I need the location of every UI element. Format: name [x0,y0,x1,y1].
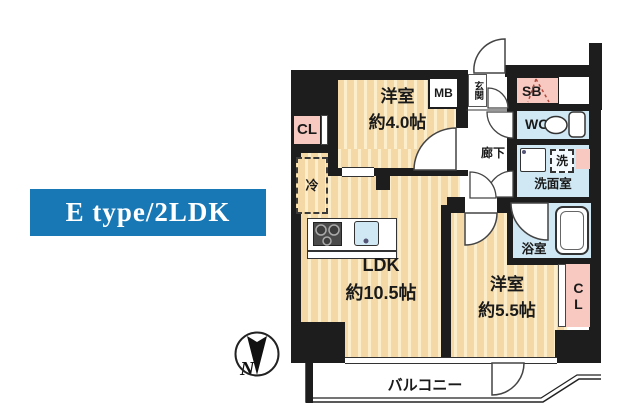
closet-2-sliding-door [558,264,566,327]
wall-segment [507,73,517,265]
ldk-name: LDK [362,255,400,275]
closet-2-box: CL [566,264,590,327]
hallway-label: 廊下 [480,146,505,160]
washer-label: 洗 [555,153,568,168]
wall-segment [589,77,601,330]
wall-segment [376,168,390,190]
bedroom1-size: 約4.0帖 [368,113,427,133]
bedroom1-label: 洋室 約4.0帖 [337,84,458,137]
door-opening [456,128,468,170]
toilet-room: WC [517,111,589,139]
closet-1-box: CL [293,115,321,145]
wall-segment [328,168,460,176]
wall-segment [291,70,301,363]
wall-segment [513,258,591,265]
washroom: 洗 洗面室 [517,145,590,197]
bedroom2-label: 洋室 約5.5帖 [451,272,563,325]
ldk-size: 約10.5帖 [345,282,417,303]
shoe-box: SB [516,77,559,104]
compass-north-label: N [240,358,255,380]
wall-segment [517,139,591,145]
refrigerator-space: 冷 [296,157,328,214]
bathtub-inner [560,211,584,250]
closet-2-label: CL [570,279,587,312]
closet-1-label: CL [297,121,317,138]
wall-segment [337,70,460,80]
balcony-label: バルコニー [387,377,463,394]
balcony-wall-stub [306,363,313,403]
washroom-cabinet [576,149,590,169]
bathroom-label: 浴室 [521,242,547,256]
unit-type-label: E type/2LDK [30,189,266,236]
sliding-door [342,167,374,177]
balcony-door-arc [491,362,525,396]
wall-segment [291,145,338,153]
wall-segment [328,108,338,176]
balcony-window [345,357,557,364]
washroom-label: 洗面室 [534,177,572,191]
washer-space: 洗 [550,149,574,173]
entrance-box: 玄関 [468,74,487,107]
kitchen-counter-edge [307,251,397,259]
bedroom2-name: 洋室 [490,275,524,294]
bedroom1-name: 洋室 [380,87,415,106]
wall-segment [505,65,595,77]
wall-segment [291,322,345,363]
meter-box-label: MB [434,85,453,100]
bathroom: 浴室 [513,203,591,258]
bedroom2-size: 約5.5帖 [478,301,536,321]
kitchen-sink-icon [354,221,379,246]
ldk-label: LDK 約10.5帖 [311,252,451,308]
meter-box: MB [428,77,459,109]
refrigerator-label: 冷 [305,177,319,193]
entrance-label: 玄関 [472,81,484,100]
stove-icon [313,222,342,246]
wall-segment [517,104,591,111]
entrance-door-arc [473,38,506,74]
wall-segment [555,330,601,363]
shoe-box-label: SB [522,83,542,99]
wall-segment [441,205,451,363]
wall-segment [291,70,338,115]
wall-segment [513,197,591,203]
closet-1-sliding-door [321,115,328,145]
bathtub-icon [555,206,589,255]
door-opening [465,197,497,213]
washbasin-icon [520,148,546,172]
toilet-room-label: WC [525,116,549,132]
